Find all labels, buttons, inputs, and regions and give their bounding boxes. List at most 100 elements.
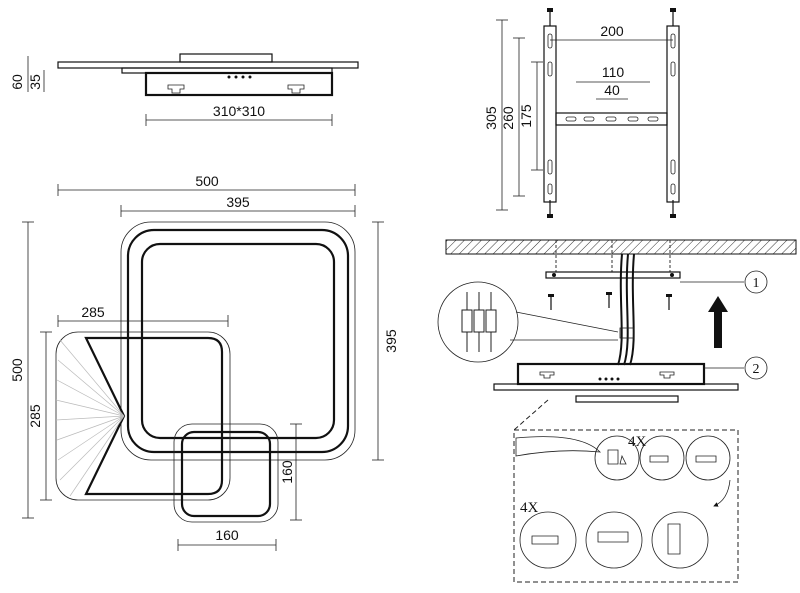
connector-zoom <box>437 281 519 363</box>
side-view-body <box>144 71 334 97</box>
crossbar-slot <box>605 116 617 122</box>
detail-step-d <box>519 511 577 569</box>
lamp-clip <box>539 371 555 379</box>
lamp-edge <box>515 436 602 457</box>
detail-step-f <box>651 511 709 569</box>
up-arrow-icon <box>708 296 728 348</box>
zoom-line <box>515 311 619 333</box>
middle-panel-outline <box>55 331 231 501</box>
bracket-crossbar <box>555 112 668 126</box>
lamp-clip <box>659 371 675 379</box>
dim-label-40: 40 <box>604 82 620 98</box>
callout-circle-2 <box>744 356 768 380</box>
mounting-bracket: 200 110 40 305 260 175 <box>483 8 680 218</box>
dim-label-160-v: 160 <box>279 460 295 484</box>
dim-label-500-h: 500 <box>195 173 219 189</box>
lamp-panel <box>493 383 739 391</box>
light-fan-pattern <box>55 339 125 497</box>
middle-panel <box>84 336 224 496</box>
lamp-dot <box>610 377 614 381</box>
plate-hole <box>552 273 556 277</box>
bracket-rail-left <box>543 25 557 203</box>
dim-label-395-h: 395 <box>226 194 250 210</box>
crossbar-slot <box>627 116 639 122</box>
side-view-dot <box>248 75 252 79</box>
detail-step-a <box>594 435 640 481</box>
crossbar-slot <box>583 116 595 122</box>
wire <box>623 253 629 366</box>
rail-slot <box>670 183 676 195</box>
detail-step-e <box>585 511 643 569</box>
lamp-dot <box>616 377 620 381</box>
clip-icon <box>607 449 627 465</box>
rail-slot <box>670 61 676 77</box>
clip-icon <box>667 523 681 555</box>
small-square-outline <box>173 423 279 523</box>
rail-slot <box>547 61 553 77</box>
clip-icon <box>649 455 669 463</box>
rail-slot <box>547 33 553 49</box>
lamp-dot <box>598 377 602 381</box>
rail-slot <box>547 159 553 175</box>
clip-detail-box: 4X 4X <box>513 399 739 583</box>
dim-label-260: 260 <box>500 106 516 130</box>
dim-label-110: 110 <box>602 64 625 80</box>
side-view-clip-left <box>167 84 185 94</box>
multiplier-top: 4X <box>628 434 647 450</box>
detail-frame <box>513 429 739 583</box>
flow-arrow <box>713 479 731 507</box>
side-view-dot <box>227 75 231 79</box>
lamp-disc <box>575 395 679 403</box>
large-frame-outline <box>120 221 356 461</box>
clip-icon <box>695 455 717 463</box>
screw-icon <box>548 292 672 310</box>
multiplier-bottom: 4X <box>520 500 539 516</box>
detail-step-b <box>639 435 685 481</box>
detail-pointer <box>513 399 549 431</box>
clip-icon <box>597 531 629 543</box>
side-view-dot <box>234 75 238 79</box>
detail-step-c <box>685 435 731 481</box>
plate-hole <box>670 273 674 277</box>
connector-detail-icon <box>461 292 497 352</box>
crossbar-slot <box>647 116 659 122</box>
dim-label-310: 310*310 <box>213 103 265 119</box>
dim-label-175: 175 <box>518 104 534 128</box>
side-view-clip-right <box>287 84 305 94</box>
lamp-body <box>516 362 706 386</box>
screw-icon <box>547 8 676 218</box>
dim-label-60: 60 <box>9 74 25 90</box>
crossbar-slot <box>565 116 577 122</box>
small-square <box>180 430 272 518</box>
ceiling-install: 1 2 <box>437 239 797 403</box>
mounting-plate <box>545 271 681 279</box>
side-view: 60 35 310*310 <box>9 53 359 126</box>
connector <box>619 327 635 339</box>
dim-label-35: 35 <box>27 74 43 90</box>
side-view-panel <box>57 61 359 69</box>
lamp-dot <box>604 377 608 381</box>
dim-label-200: 200 <box>600 23 624 39</box>
dim-label-305: 305 <box>483 106 499 130</box>
side-view-top-disc <box>179 53 273 63</box>
wire <box>629 253 635 366</box>
callout-circle-1 <box>744 270 768 294</box>
wire <box>617 253 623 366</box>
rail-slot <box>547 183 553 195</box>
top-view: 500 395 285 500 285 395 160 160 <box>9 173 399 551</box>
dim-label-500-v: 500 <box>9 358 25 382</box>
large-frame-inner <box>140 242 336 440</box>
ceiling <box>445 239 797 255</box>
dim-label-285-h: 285 <box>81 304 105 320</box>
step-1-label: 1 <box>753 276 760 291</box>
dim-label-160-h: 160 <box>215 527 239 543</box>
clip-icon <box>531 535 559 545</box>
rail-slot <box>670 159 676 175</box>
rail-slot <box>670 33 676 49</box>
bracket-rail-right <box>666 25 680 203</box>
dim-label-395-v: 395 <box>383 329 399 353</box>
side-view-dot <box>241 75 245 79</box>
large-frame-outer <box>126 228 350 454</box>
